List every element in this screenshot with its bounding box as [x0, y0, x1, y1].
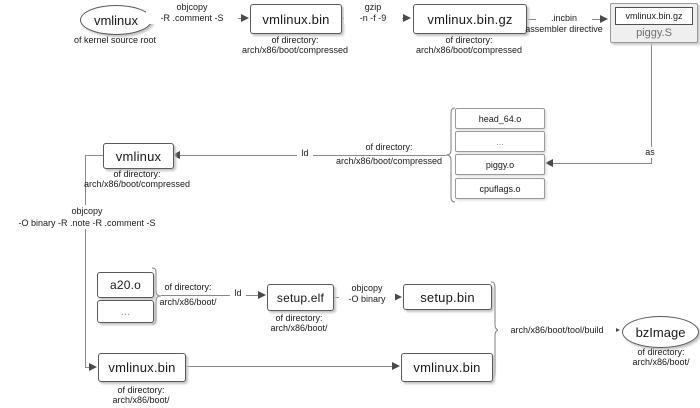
edge-objcopy-strip-arrowhead	[241, 14, 249, 22]
object-stack-item-label: head_64.o	[478, 113, 522, 124]
caption-line: of directory:	[117, 385, 165, 395]
edge-incbin-label-1: .incbin	[536, 13, 592, 24]
object-stack-item-label: cpuflags.o	[479, 183, 521, 194]
caption-line: arch/x86/boot/	[112, 395, 170, 405]
edge-ld-boot-dir-1: of directory:	[164, 282, 212, 292]
edge-vmlinux-bin-line	[184, 366, 393, 367]
edge-objcopy-obinary-label-1: objcopy	[351, 283, 383, 293]
edge-objcopy-obinary-label: objcopy -O binary	[339, 283, 395, 305]
edge-ld-boot-arrowhead	[258, 291, 266, 299]
edge-objcopy-strip-label: objcopy -R .comment -S	[146, 2, 238, 24]
node-vmlinux-bin-build-label: vmlinux.bin	[413, 360, 481, 375]
edge-build-label: arch/x86/boot/tool/build	[498, 325, 616, 336]
object-stack-item-label: piggy.o	[485, 159, 515, 170]
edge-as-hline	[552, 163, 652, 164]
node-vmlinux-bin-compressed: vmlinux.bin	[250, 4, 342, 34]
node-piggy-s-label: piggy.S	[636, 27, 672, 39]
object-stack-item-label: ...	[496, 136, 504, 147]
edge-objcopy-binary-label: objcopy -O binary -R .note -R .comment -…	[1, 205, 173, 229]
node-setup-bin: setup.bin	[403, 284, 492, 310]
edge-as-arrowhead	[545, 159, 553, 167]
object-stack-item-piggy-o: piggy.o	[455, 154, 545, 175]
a20-stack-brace	[152, 267, 162, 325]
caption-line: of directory:	[445, 35, 493, 45]
edge-vmlinux-bin-arrowhead	[392, 362, 400, 370]
node-vmlinux-bin-boot-caption: of directory: arch/x86/boot/	[94, 385, 188, 405]
node-setup-elf-label: setup.elf	[276, 290, 325, 305]
node-setup-bin-label: setup.bin	[420, 289, 475, 305]
caption-line: arch/x86/boot/compressed	[241, 45, 349, 55]
node-vmlinux-bin-build: vmlinux.bin	[401, 353, 493, 382]
node-setup-elf-caption: of directory: arch/x86/boot/	[266, 313, 332, 333]
edge-objcopy-strip-label-2: -R .comment -S	[160, 13, 224, 23]
a20-stack-item-label: ...	[120, 305, 131, 318]
edge-as-label: as	[641, 147, 659, 158]
node-bzimage: bzImage	[622, 316, 699, 348]
caption-line: arch/x86/boot/	[632, 357, 690, 367]
edge-ld-compressed-label: ld	[297, 148, 313, 159]
node-vmlinux-source-label: vmlinux	[93, 12, 139, 28]
edge-objcopy-binary-label-2: -O binary -R .note -R .comment -S	[18, 218, 156, 228]
node-vmlinux-bin-compressed-caption: of directory: arch/x86/boot/compressed	[240, 35, 350, 55]
edge-objcopy-binary-arrowhead	[89, 363, 97, 371]
edge-gzip-label: gzip -n -f -9	[344, 2, 402, 24]
edge-objcopy-binary-label-1: objcopy	[71, 206, 103, 216]
edge-as-vline	[651, 41, 652, 164]
caption-line: arch/x86/boot/compressed	[83, 179, 191, 189]
edge-objcopy-strip-label-1: objcopy	[176, 2, 208, 12]
caption-line: of directory:	[113, 169, 161, 179]
caption-line: arch/x86/boot/compressed	[415, 45, 523, 55]
object-stack-item-ellipsis: ...	[455, 131, 545, 152]
caption-line: arch/x86/boot/	[270, 323, 328, 333]
edge-ld-boot-label: ld	[230, 288, 246, 299]
node-vmlinux-bin-boot-label: vmlinux.bin	[108, 360, 176, 375]
node-bzimage-label: bzImage	[635, 324, 686, 340]
edge-objcopy-binary-hline-top	[85, 155, 103, 156]
edge-ld-compressed-arrowhead	[172, 151, 180, 159]
edge-build-arrowhead	[612, 326, 620, 334]
node-vmlinux-bin-boot: vmlinux.bin	[98, 353, 186, 382]
object-stack-brace	[446, 107, 456, 203]
edge-incbin-arrowhead	[600, 15, 608, 23]
edge-ld-boot-line	[161, 295, 259, 296]
edge-gzip-arrowhead	[403, 14, 411, 22]
edge-ld-compressed-dir-2: arch/x86/boot/compressed	[335, 156, 443, 166]
node-vmlinux-source-caption: of kernel source root	[73, 35, 157, 45]
node-setup-elf: setup.elf	[267, 284, 334, 311]
caption-line: of directory:	[637, 347, 685, 357]
edge-ld-boot-dir-2: arch/x86/boot/	[159, 297, 217, 307]
node-piggy-s: vmlinux.bin.gz piggy.S	[610, 3, 698, 43]
node-vmlinux-bin-gz-label: vmlinux.bin.gz	[427, 11, 513, 27]
node-vmlinux-bin-gz: vmlinux.bin.gz	[413, 4, 527, 34]
edge-objcopy-binary-vline	[85, 155, 86, 367]
object-stack-item-head64: head_64.o	[455, 108, 545, 129]
a20-stack-item-label: a20.o	[109, 278, 142, 292]
edge-incbin-label-2: assembler directive	[525, 24, 603, 34]
node-vmlinux-compressed-label: vmlinux	[115, 148, 162, 164]
node-bzimage-caption: of directory: arch/x86/boot/	[627, 347, 695, 367]
edge-objcopy-binary-hline-bottom	[85, 367, 91, 368]
edge-objcopy-obinary-label-2: -O binary	[348, 294, 386, 304]
node-piggy-s-embedded: vmlinux.bin.gz	[615, 7, 693, 25]
edge-gzip-label-2: -n -f -9	[359, 13, 387, 23]
a20-stack-item-ellipsis: ...	[97, 300, 154, 323]
edge-ld-compressed-dir-1: of directory:	[365, 142, 413, 152]
node-vmlinux-bin-compressed-label: vmlinux.bin	[262, 11, 330, 27]
node-vmlinux-compressed-caption: of directory: arch/x86/boot/compressed	[82, 169, 192, 189]
a20-stack-item-a20-o: a20.o	[97, 272, 154, 298]
node-vmlinux-source: vmlinux	[80, 5, 152, 35]
object-stack-item-cpuflags-o: cpuflags.o	[455, 178, 545, 199]
edge-objcopy-obinary-arrowhead	[394, 293, 402, 301]
node-vmlinux-bin-gz-caption: of directory: arch/x86/boot/compressed	[414, 35, 524, 55]
caption-line: of directory:	[275, 313, 323, 323]
caption-line: of directory:	[271, 35, 319, 45]
node-vmlinux-compressed: vmlinux	[103, 143, 174, 169]
edge-gzip-label-1: gzip	[364, 2, 382, 12]
